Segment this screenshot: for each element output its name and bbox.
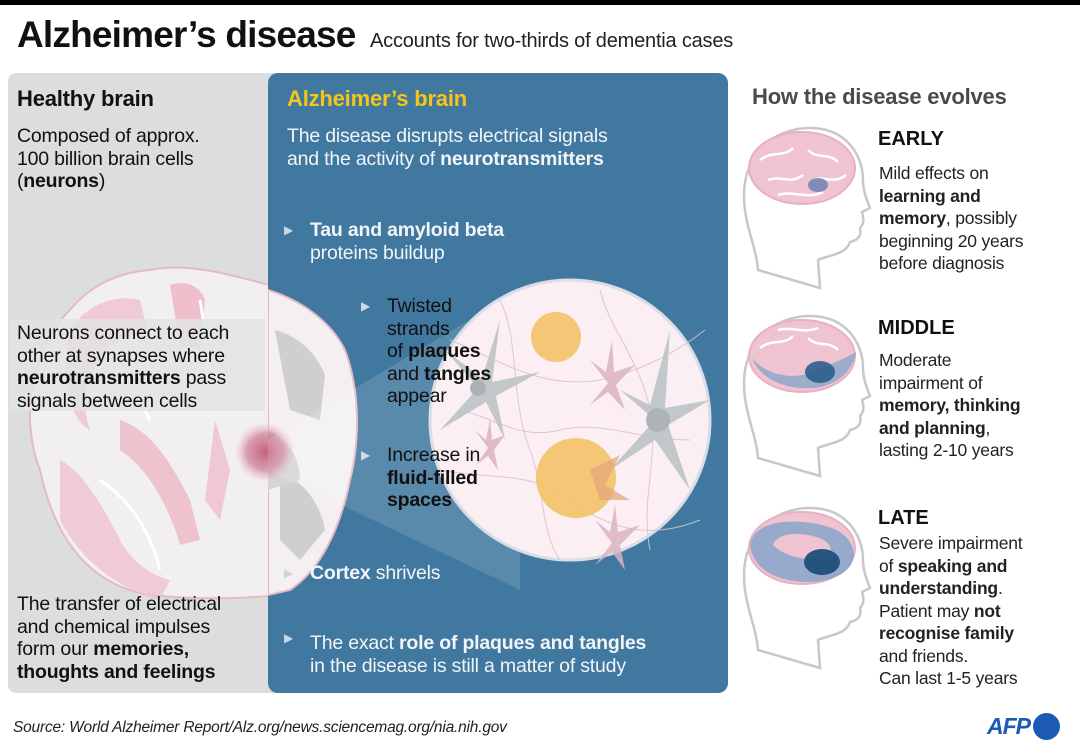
impulses-caption-text: The transfer of electrical and chemical … bbox=[17, 593, 221, 683]
stage-late-description: Severe impairment of speaking and unders… bbox=[879, 533, 1023, 688]
head-middle-stage-icon bbox=[742, 314, 872, 478]
bullet-role-of-plaques: ▶ The exact role of plaques and tangles … bbox=[284, 631, 647, 677]
triangle-right-icon: ▶ bbox=[284, 223, 294, 237]
afp-logo-text: AFP bbox=[987, 713, 1031, 739]
amyloid-plaque bbox=[536, 438, 616, 518]
top-rule bbox=[0, 0, 1080, 5]
head-late-stage-icon bbox=[742, 506, 872, 670]
triangle-right-icon: ▶ bbox=[284, 631, 294, 645]
page-subtitle: Accounts for two-thirds of dementia case… bbox=[370, 30, 734, 52]
pink-neurons bbox=[475, 340, 640, 570]
evolution-heading: How the disease evolves bbox=[752, 84, 1007, 109]
page-title: Alzheimer’s disease bbox=[17, 14, 356, 55]
alzheimers-brain-heading: Alzheimer’s brain bbox=[287, 86, 467, 111]
healthy-brain-heading: Healthy brain bbox=[17, 86, 154, 111]
afp-logo-dot-icon bbox=[1033, 713, 1060, 740]
stage-late-label: LATE bbox=[878, 507, 929, 529]
bullet-twisted-strands: ▶ Twisted strands of plaques and tangles… bbox=[361, 295, 492, 407]
bullet-cortex-shrivels: ▶ Cortex shrivels bbox=[284, 562, 441, 584]
tangle bbox=[590, 455, 630, 500]
head-early-stage-icon bbox=[742, 126, 872, 290]
neurons-caption-text: Neurons connect to each other at synapse… bbox=[17, 322, 230, 412]
stage-middle-description: Moderate impairment of memory, thinking … bbox=[879, 350, 1021, 460]
alzheimers-intro-text: The disease disrupts electrical signals … bbox=[287, 125, 608, 170]
amyloid-plaque bbox=[531, 312, 581, 362]
stage-early-label: EARLY bbox=[878, 128, 944, 150]
affected-region-hotspot bbox=[235, 422, 295, 482]
bullet-fluid-filled-spaces: ▶ Increase in fluid-filled spaces bbox=[361, 444, 481, 511]
neuron-cells bbox=[440, 320, 710, 490]
source-credit: Source: World Alzheimer Report/Alz.org/n… bbox=[13, 719, 507, 736]
triangle-right-icon: ▶ bbox=[361, 448, 371, 462]
stage-middle-label: MIDDLE bbox=[878, 317, 955, 339]
neurons-caption-box bbox=[10, 319, 265, 411]
stage-early-description: Mild effects on learning and memory, pos… bbox=[879, 163, 1024, 273]
triangle-right-icon: ▶ bbox=[361, 299, 371, 313]
afp-logo: AFP bbox=[987, 713, 1060, 740]
bullet-tau-amyloid: ▶ Tau and amyloid beta proteins buildup bbox=[284, 219, 504, 264]
magnified-neuron-view bbox=[428, 278, 712, 570]
healthy-intro-text: Composed of approx. 100 billion brain ce… bbox=[17, 125, 200, 192]
triangle-right-icon: ▶ bbox=[284, 566, 294, 580]
